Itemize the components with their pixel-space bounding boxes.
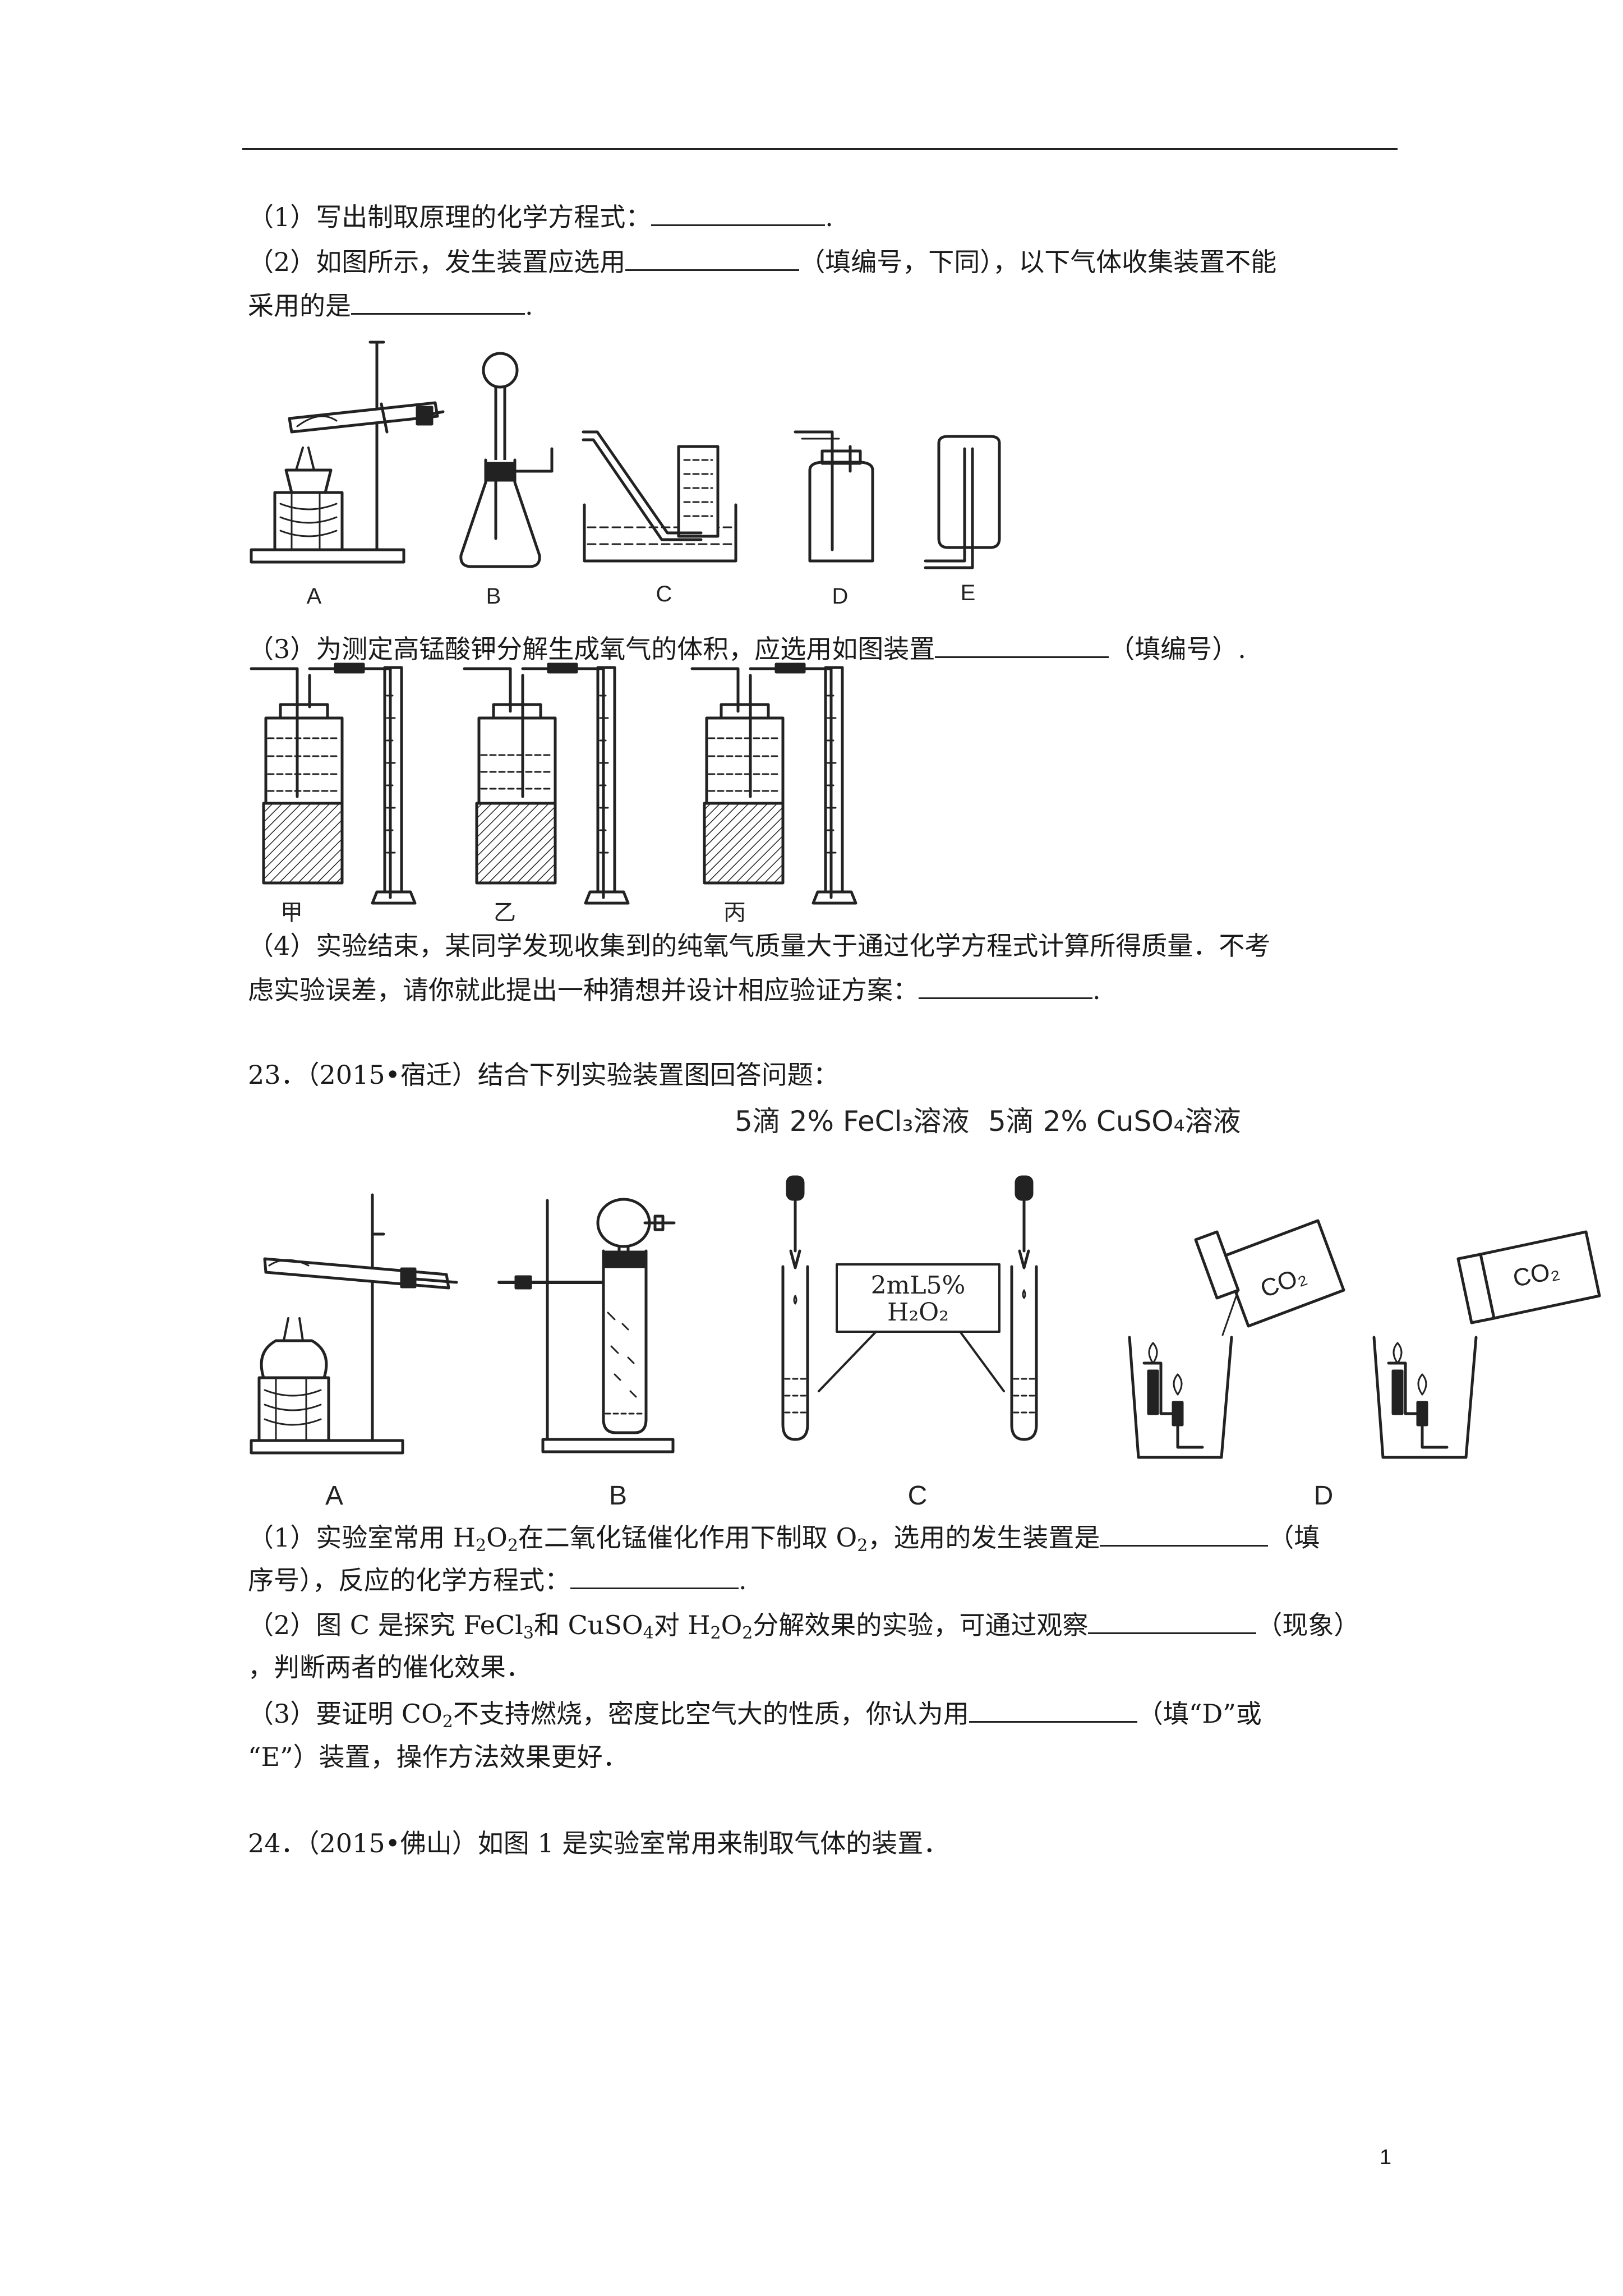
figure1-label-d: D <box>832 584 849 609</box>
figure2-apparatus-bing <box>690 662 857 905</box>
figure1-apparatus-e <box>924 435 1001 569</box>
figure3-box-line2: H₂O₂ <box>887 1298 949 1327</box>
figure1-apparatus-c <box>582 430 737 563</box>
q23-sub2-cont: ，判断两者的催化效果． <box>248 1652 532 1682</box>
q22-part4: （4）实验结束，某同学发现收集到的纯氧气质量大于通过化学方程式计算所得质量．不考 <box>248 931 1271 961</box>
figure1-label-e: E <box>961 581 976 605</box>
figure3-box-line1: 2mL5% <box>871 1271 966 1300</box>
figure1-label-c: C <box>656 582 672 606</box>
figure1-apparatus-b <box>459 352 554 568</box>
q22-part3: （3）为测定高锰酸钾分解生成氧气的体积，应选用如图装置（填编号）. <box>248 632 1246 666</box>
q22-part4-cont: 虑实验误差，请你就此提出一种猜想并设计相应验证方案：. <box>248 973 1101 1007</box>
q23-sub1: （1）实验室常用 H2O2在二氧化锰催化作用下制取 O2，选用的发生装置是（填 <box>248 1520 1320 1554</box>
q22-part1: （1）写出制取原理的化学方程式：. <box>248 200 833 234</box>
figure2-label-yi: 乙 <box>494 900 516 926</box>
header-rule <box>242 148 1398 150</box>
figure3-label-b: B <box>609 1481 627 1511</box>
q23-sub1-cont: 序号），反应的化学方程式：. <box>248 1563 747 1597</box>
figure3-apparatus-d <box>1128 1219 1601 1459</box>
figure3-apparatus-c <box>781 1175 1038 1441</box>
answer-blank[interactable] <box>1088 1608 1257 1634</box>
figure3-label-a: A <box>325 1481 343 1511</box>
q23-heading: 23．（2015•宿迁）结合下列实验装置图回答问题： <box>248 1060 839 1090</box>
answer-blank[interactable] <box>625 245 800 271</box>
answer-blank[interactable] <box>969 1696 1137 1723</box>
figure3-label-cuso4: 5滴 2% CuSO₄溶液 <box>988 1105 1241 1138</box>
q23-sub3-cont: “E”）装置，操作方法效果更好． <box>248 1742 629 1772</box>
answer-blank[interactable] <box>935 632 1109 658</box>
figure3-label-d: D <box>1314 1481 1334 1511</box>
q23-sub2: （2）图 C 是探究 FeCl3和 CuSO4对 H2O2分解效果的实验，可通过… <box>248 1608 1359 1642</box>
q22-part2: （2）如图所示，发生装置应选用（填编号，下同），以下气体收集装置不能 <box>248 245 1276 279</box>
figure3-label-c: C <box>908 1481 928 1511</box>
figure2-apparatus-yi <box>463 662 630 905</box>
answer-blank[interactable] <box>919 973 1092 999</box>
answer-blank[interactable] <box>570 1563 739 1589</box>
q23-sub3: （3）要证明 CO2不支持燃烧，密度比空气大的性质，你认为用（填“D”或 <box>248 1696 1262 1731</box>
figure3-apparatus-b <box>497 1198 676 1453</box>
answer-blank[interactable] <box>651 200 826 226</box>
figure2-apparatus-jia <box>250 662 417 905</box>
q22-part2-cont: 采用的是. <box>248 288 533 323</box>
figure1-label-a: A <box>307 584 322 609</box>
answer-blank[interactable] <box>351 288 525 315</box>
q24-heading: 24．（2015•佛山）如图 1 是实验室常用来制取气体的装置． <box>248 1828 949 1858</box>
figure2-label-jia: 甲 <box>280 900 303 926</box>
figure3-apparatus-a <box>250 1193 458 1455</box>
page-number: 1 <box>1380 2146 1392 2169</box>
answer-blank[interactable] <box>1100 1520 1269 1547</box>
figure3-label-fecl3: 5滴 2% FeCl₃溶液 <box>735 1105 970 1138</box>
figure2-label-bing: 丙 <box>723 900 746 926</box>
figure1-label-b: B <box>486 584 501 609</box>
figure1-apparatus-d <box>794 430 874 563</box>
figure1-apparatus-a <box>250 341 445 564</box>
